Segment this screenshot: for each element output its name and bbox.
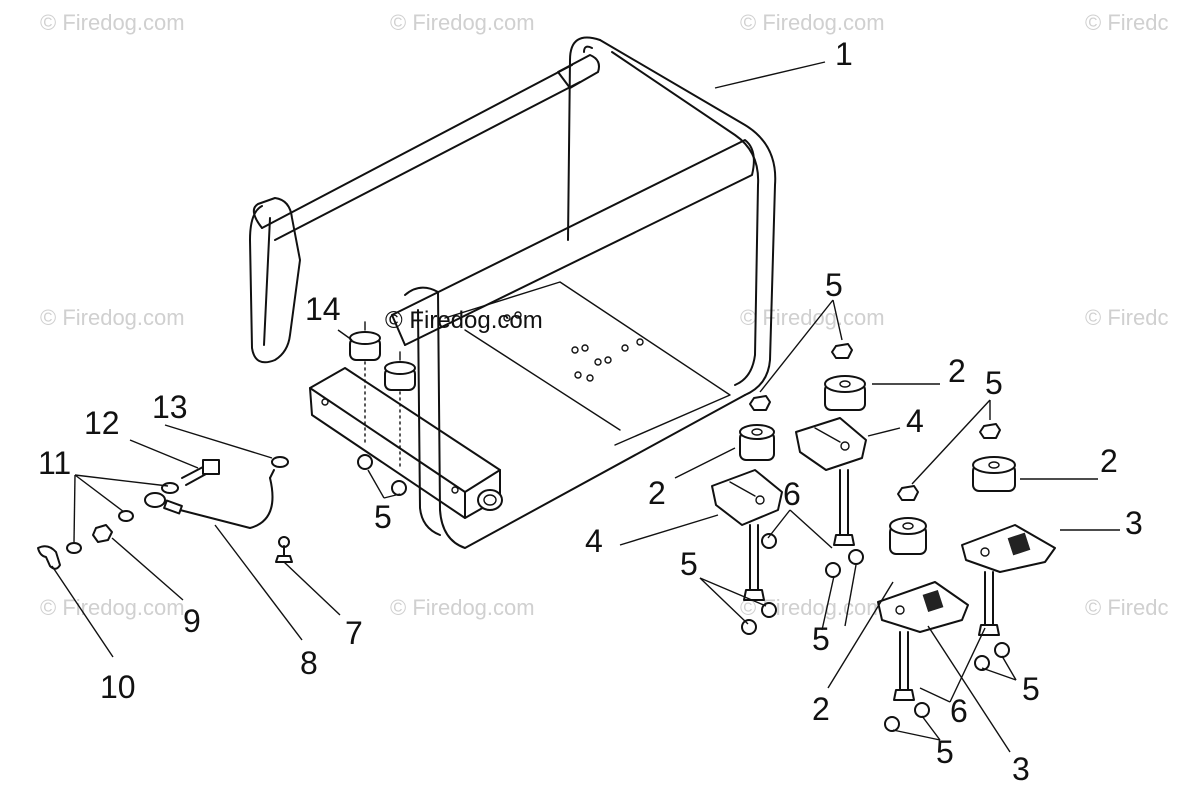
ground-wire-assembly	[37, 456, 293, 570]
frame-assembly	[249, 36, 777, 549]
callout-label: 5	[374, 499, 392, 535]
callout-label: 2	[1100, 443, 1118, 479]
callout-label: 5	[1022, 671, 1040, 707]
callout-label: 2	[948, 353, 966, 389]
callout-label: 9	[183, 603, 201, 639]
watermark: © Firedc	[1085, 10, 1168, 35]
watermark: © Firedog.com	[40, 595, 185, 620]
callout-label: 2	[812, 691, 830, 727]
mount-assembly-a	[711, 395, 783, 635]
watermark: © Firedog.com	[390, 10, 535, 35]
mount-assembly-b	[795, 343, 867, 578]
callout-label: 1	[835, 36, 853, 72]
mount-assembly-d	[961, 423, 1056, 671]
callout-label: 4	[585, 523, 603, 559]
callout-label: 6	[950, 693, 968, 729]
callout-label: 10	[100, 669, 136, 705]
callout-label: 5	[985, 365, 1003, 401]
watermark: © Firedc	[1085, 305, 1168, 330]
mount-assemblies	[711, 343, 1056, 732]
callout-label: 5	[812, 621, 830, 657]
callout-label: 13	[152, 389, 188, 425]
watermark: © Firedog.com	[390, 595, 535, 620]
callout-label: 5	[936, 734, 954, 770]
callout-label: 3	[1125, 505, 1143, 541]
callouts: 1 14 13 12 11 5 9 10 8 7 5 2 5 4 2 2 6 3…	[38, 36, 1143, 787]
callout-label: 4	[906, 403, 924, 439]
watermark: © Firedog.com	[40, 10, 185, 35]
mount-cushion-14	[349, 321, 416, 496]
watermark: © Firedc	[1085, 595, 1168, 620]
callout-label: 12	[84, 405, 120, 441]
mount-assembly-c	[877, 485, 969, 732]
callout-label: 3	[1012, 751, 1030, 787]
callout-label: 8	[300, 645, 318, 681]
callout-label: 6	[783, 476, 801, 512]
callout-label: 2	[648, 475, 666, 511]
callout-label: 14	[305, 291, 341, 327]
callout-label: 5	[680, 546, 698, 582]
watermark-center: © Firedog.com	[385, 307, 543, 334]
watermark: © Firedog.com	[40, 305, 185, 330]
bolt-12	[202, 459, 220, 475]
watermarks: © Firedog.com © Firedog.com © Firedog.co…	[40, 10, 1168, 620]
callout-label: 7	[345, 615, 363, 651]
watermark: © Firedog.com	[740, 10, 885, 35]
callout-label: 11	[38, 445, 71, 481]
leader-lines	[51, 61, 1120, 753]
callout-label: 5	[825, 267, 843, 303]
